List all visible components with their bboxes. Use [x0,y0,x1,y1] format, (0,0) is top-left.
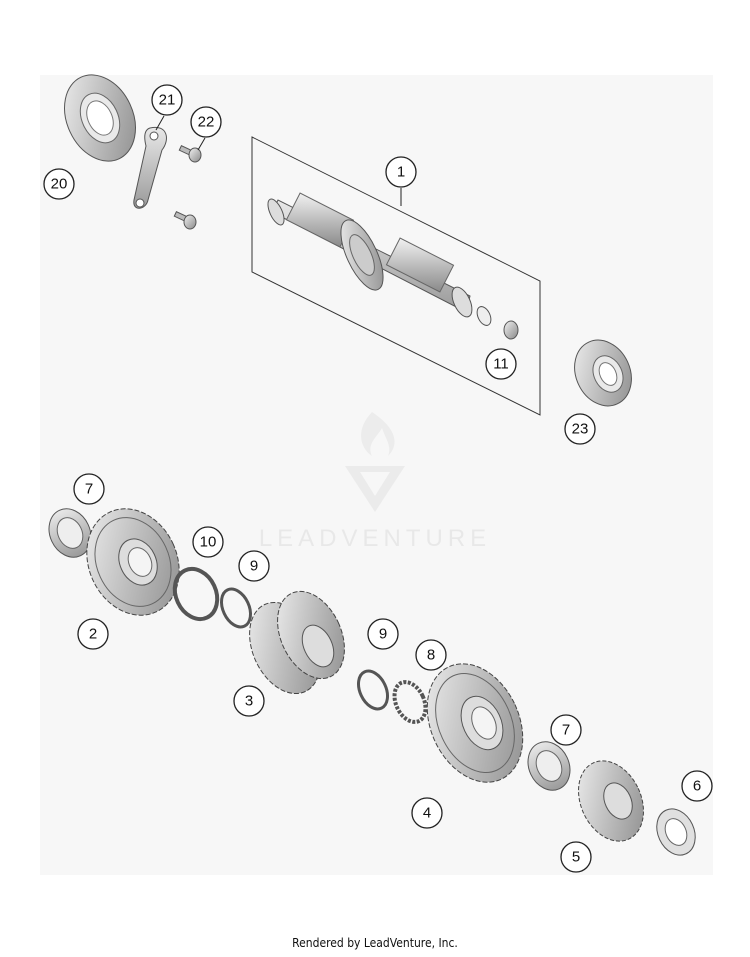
callout-2: 2 [77,618,109,650]
svg-text:2: 2 [89,626,97,643]
rendered-by-footer: Rendered by LeadVenture, Inc. [292,936,458,950]
shaft-group-outline [251,136,541,416]
svg-text:7: 7 [562,722,570,739]
gear-3 [249,590,345,695]
svg-text:10: 10 [200,534,217,551]
svg-text:3: 3 [245,693,253,710]
svg-text:21: 21 [159,92,176,109]
bearing-20 [64,74,136,162]
svg-text:11: 11 [493,356,509,373]
gear-5 [578,760,644,842]
washer-10 [172,566,220,622]
svg-text:8: 8 [427,647,435,664]
diagram-panel [40,75,713,875]
svg-text:6: 6 [693,778,701,795]
callout-4: 4 [411,797,443,829]
leader-21 [155,115,165,131]
callout-5: 5 [560,841,592,873]
svg-text:9: 9 [250,558,258,575]
washer-8 [392,680,428,724]
callout-7-upper: 7 [73,473,105,505]
needle-bearing-7-lower [527,741,571,791]
gear-4 [426,663,524,783]
callout-9-left: 9 [238,550,270,582]
svg-text:22: 22 [198,114,215,131]
nut-11 [503,320,519,340]
svg-text:7: 7 [85,481,93,498]
callout-11: 11 [485,348,517,380]
bearing-23 [574,339,632,407]
callout-7-lower: 7 [550,714,582,746]
callout-20: 20 [43,168,75,200]
callout-23: 23 [564,413,596,445]
watermark-text: LEADVENTURE [259,525,491,552]
callout-9-right: 9 [367,618,399,650]
screw-22-lower [173,210,197,230]
svg-text:9: 9 [379,626,387,643]
svg-text:23: 23 [572,421,589,438]
svg-text:4: 4 [423,805,431,822]
screw-22-upper [178,144,202,163]
leader-22 [197,137,206,151]
shim-6 [656,808,696,856]
callout-10: 10 [192,526,224,558]
callout-22: 22 [190,106,222,138]
callout-6: 6 [681,770,713,802]
needle-bearing-7-upper [48,508,92,558]
callout-8: 8 [415,639,447,671]
circlip-9-left [219,587,253,629]
bracket-21 [133,126,167,209]
gear-2 [86,508,180,616]
callout-21: 21 [151,84,183,116]
svg-text:20: 20 [51,176,68,193]
leadventure-watermark: LEADVENTURE [259,412,491,552]
circlip-9-right [356,669,390,711]
main-shaft [267,192,492,326]
callout-1: 1 [385,156,417,188]
callout-3: 3 [233,685,265,717]
svg-text:5: 5 [572,849,580,866]
svg-text:1: 1 [397,164,405,181]
